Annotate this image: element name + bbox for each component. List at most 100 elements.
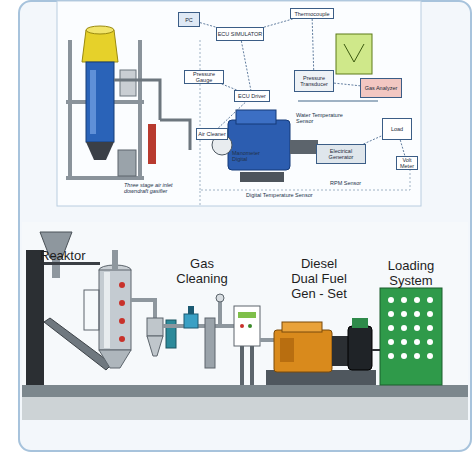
illustration-part <box>188 306 194 314</box>
illustration-part <box>104 272 110 348</box>
box-label: Pressure Transducer <box>295 75 333 87</box>
illustration-part <box>388 325 394 331</box>
illustration-part <box>163 324 240 328</box>
illustration-part <box>388 311 394 317</box>
illustration-part <box>90 70 96 134</box>
illustration-part <box>282 322 322 332</box>
illustration-part <box>120 70 136 96</box>
instrument-box: Gas Analyzer <box>360 78 402 98</box>
illustration-part <box>86 62 114 142</box>
illustration-part <box>240 172 284 182</box>
instrument-box: Electrical Generator <box>316 144 366 164</box>
illustration-part <box>148 124 156 164</box>
instrument-box: Load <box>382 118 412 140</box>
box-label: Load <box>391 126 403 132</box>
illustration-part <box>414 311 420 317</box>
instrument-box: Air Cleaner <box>196 128 228 140</box>
illustration-part <box>388 297 433 359</box>
stage-title: Loading System <box>378 258 444 288</box>
illustration-part <box>344 44 364 62</box>
illustration-part <box>57 1 421 206</box>
illustration-part <box>86 142 114 160</box>
illustration-part <box>401 325 407 331</box>
illustration-part <box>205 318 215 368</box>
illustration-part <box>401 311 407 317</box>
illustration-part <box>427 339 433 345</box>
illustration-part <box>388 297 394 303</box>
illustration-part <box>160 120 190 150</box>
illustration-part <box>138 40 142 180</box>
illustration-part <box>26 250 44 385</box>
illustration-part <box>388 353 394 359</box>
illustration-part <box>66 176 144 180</box>
illustration-part <box>228 120 290 170</box>
illustration-part <box>280 338 294 362</box>
illustration-part <box>336 34 372 74</box>
illustration-part <box>218 300 222 326</box>
signal-wire <box>400 140 405 156</box>
box-label: Volt Meter <box>397 157 417 169</box>
illustration-part <box>131 300 155 318</box>
part-label: RPM Sensor <box>330 180 370 186</box>
illustration-part <box>147 318 163 336</box>
illustration-part <box>427 311 433 317</box>
box-label: Electrical Generator <box>317 148 365 160</box>
illustration-part <box>119 318 125 324</box>
signal-wire <box>363 136 382 144</box>
illustration-part <box>240 324 244 328</box>
illustration-part <box>114 80 160 120</box>
illustration-part <box>86 26 114 34</box>
illustration-part <box>19 1 471 451</box>
illustration-part <box>240 346 244 385</box>
illustration-part <box>298 100 378 102</box>
signal-wire <box>264 19 293 27</box>
illustration-part <box>216 294 224 302</box>
box-label: ECU SIMULATOR <box>218 31 263 37</box>
instrument-box: PC <box>178 12 200 27</box>
illustration-part <box>414 339 420 345</box>
instrument-box: Volt Meter <box>396 156 418 170</box>
illustration-part <box>401 339 407 345</box>
illustration-part <box>119 282 125 288</box>
box-label: PC <box>185 17 193 23</box>
instrument-box: Pressure Gauge <box>184 70 224 84</box>
illustration-part <box>332 336 348 366</box>
signal-wire <box>241 41 250 90</box>
illustration-part <box>234 306 260 346</box>
illustration-part <box>200 170 410 205</box>
illustration-part <box>401 297 407 303</box>
illustration-part <box>22 397 468 420</box>
stage-title: Reaktor <box>40 248 100 263</box>
instrument-box: ECU Driver <box>234 90 270 102</box>
illustration-part <box>119 336 125 342</box>
box-label: ECU Driver <box>238 93 266 99</box>
illustration-part <box>250 346 254 385</box>
illustration-part <box>82 30 118 62</box>
stage-title: Diesel Dual Fuel Gen - Set <box>288 256 350 301</box>
illustration-part <box>427 353 433 359</box>
box-label: Air Cleaner <box>198 131 226 137</box>
illustration-part <box>414 325 420 331</box>
illustration-part <box>238 312 256 318</box>
illustration-part <box>84 290 99 330</box>
illustration-part <box>236 110 276 124</box>
illustration-part <box>248 324 252 328</box>
stage-title: Gas Cleaning <box>172 256 232 286</box>
part-label: Three stage air inlet downdraft gasifier <box>124 182 194 194</box>
signal-wire <box>222 84 237 90</box>
illustration-part <box>119 300 125 306</box>
instrument-box: Pressure Transducer <box>294 70 334 92</box>
illustration-part <box>118 150 136 176</box>
illustration-part <box>99 270 131 350</box>
signal-wire <box>334 83 360 86</box>
illustration-part <box>99 350 131 368</box>
illustration-part <box>68 40 72 180</box>
instrument-box: Thermocouple <box>290 8 334 19</box>
illustration-part <box>414 353 420 359</box>
illustration-part <box>200 40 201 190</box>
illustration-part <box>427 325 433 331</box>
illustration-part <box>147 336 163 356</box>
